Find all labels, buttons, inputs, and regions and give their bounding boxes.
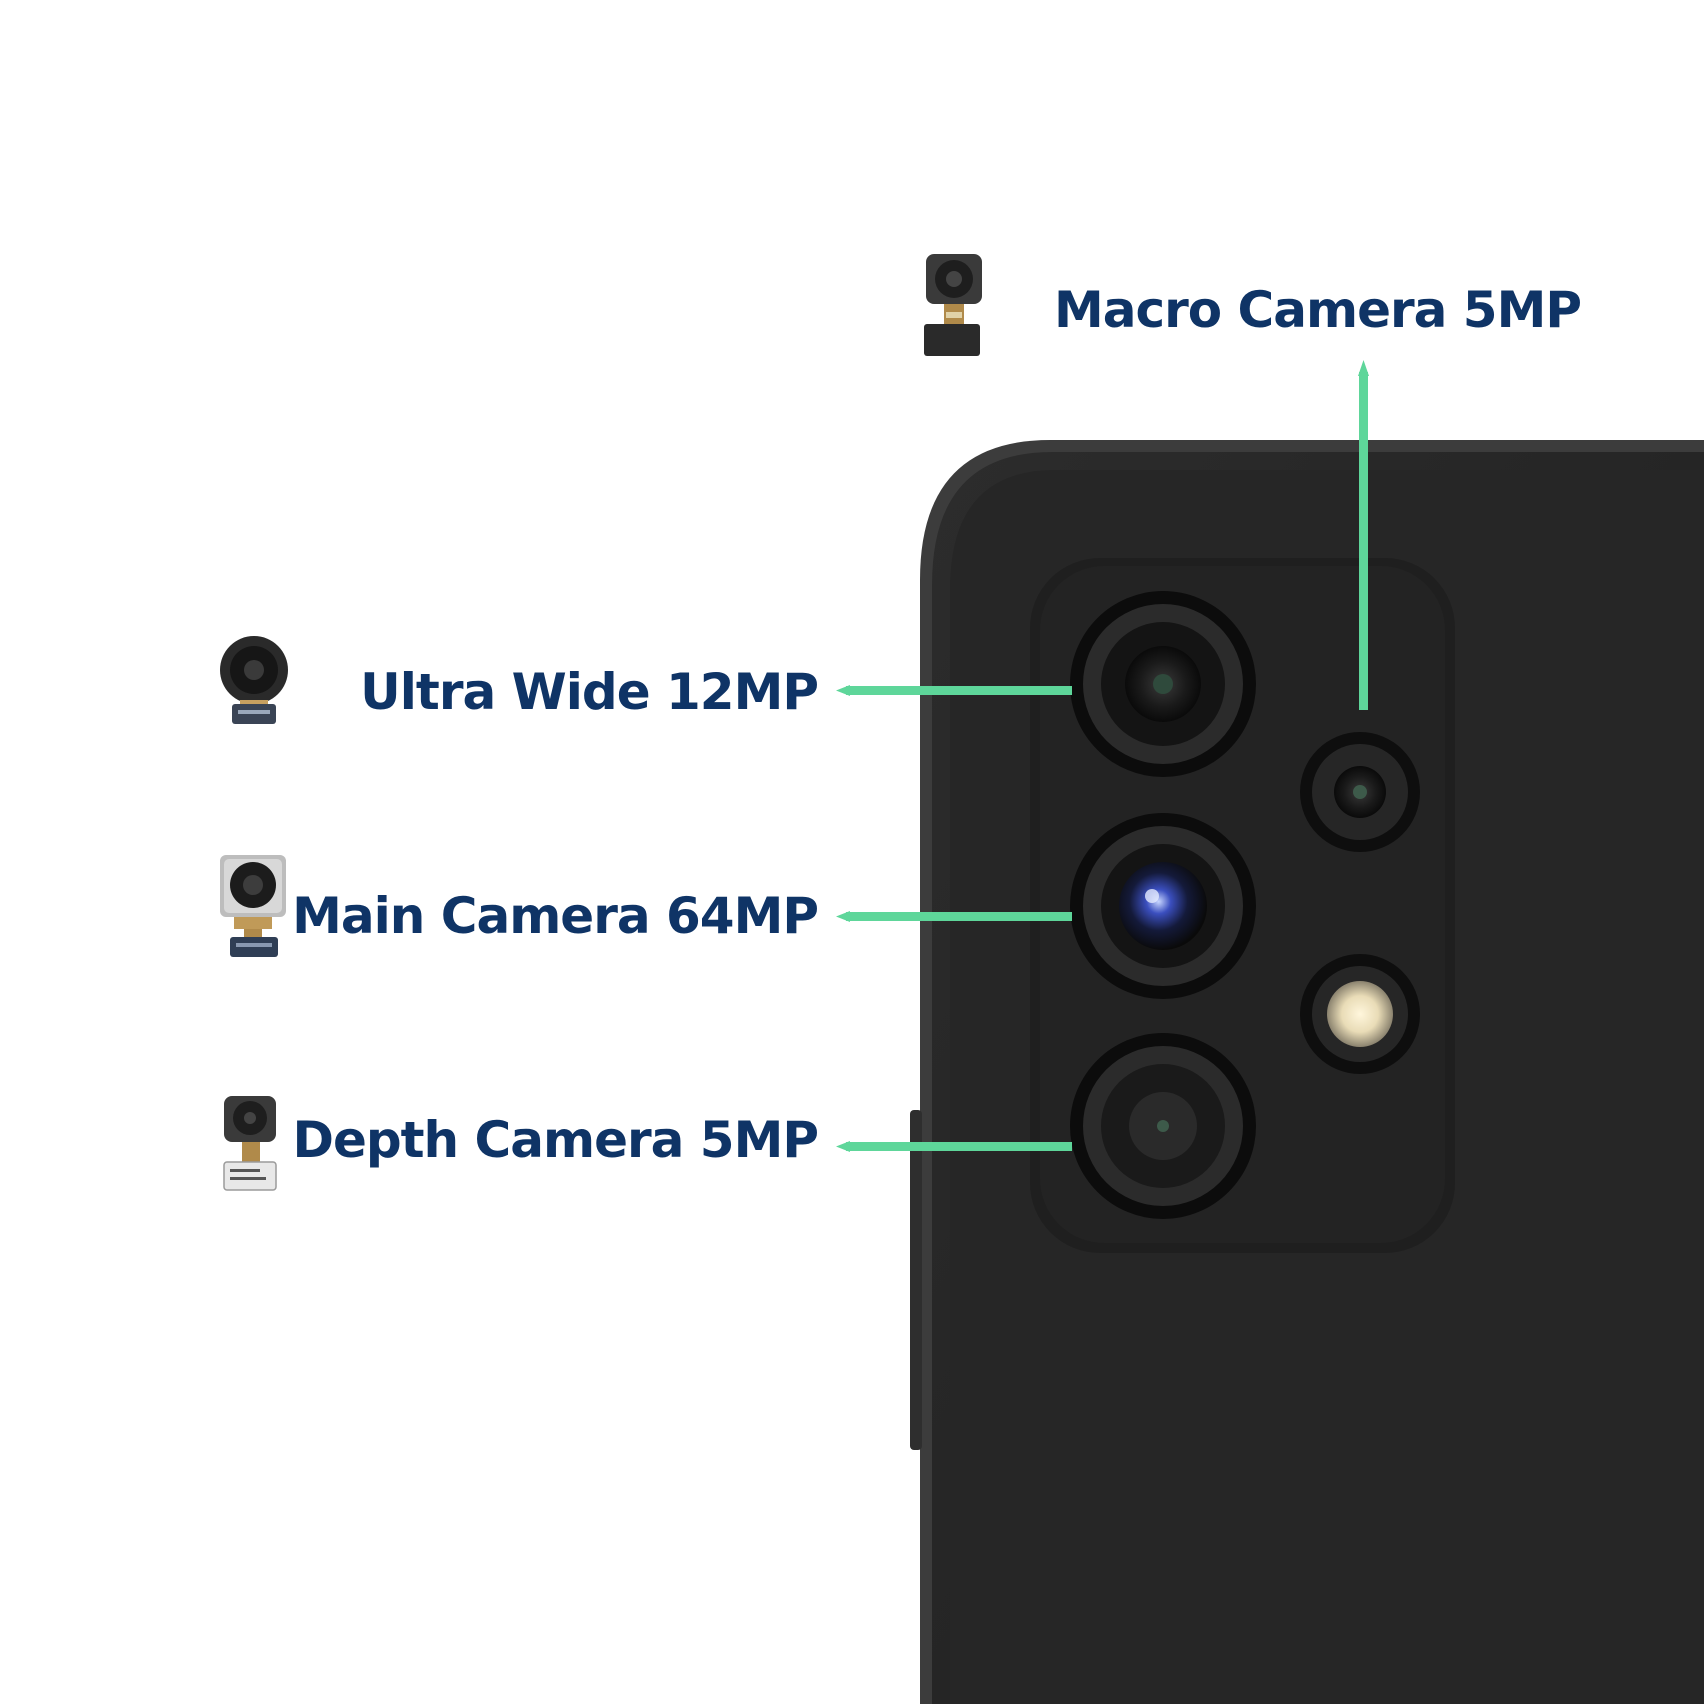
macro-pointer-arrow (1358, 360, 1369, 376)
macro-camera-label: Macro Camera 5MP (1054, 281, 1582, 339)
main-pointer-line (846, 912, 1072, 921)
macro-camera-module-icon (924, 254, 982, 356)
main-lens (1070, 813, 1256, 999)
macro-lens (1300, 732, 1420, 852)
depth-pointer-line (846, 1142, 1072, 1151)
main-pointer-arrow (836, 911, 850, 922)
ultra-wide-lens (1070, 591, 1256, 777)
ultra-wide-pointer-line (846, 686, 1072, 695)
ultra-wide-camera-module-icon (220, 636, 288, 724)
main-camera-module-icon (220, 855, 286, 957)
ultra-wide-pointer-arrow (836, 685, 850, 696)
pointer-lines (836, 360, 1369, 1152)
depth-pointer-arrow (836, 1141, 850, 1152)
main-camera-label: Main Camera 64MP (292, 887, 819, 945)
depth-lens (1070, 1033, 1256, 1219)
flash-icon (1300, 954, 1420, 1074)
depth-camera-label: Depth Camera 5MP (292, 1111, 819, 1169)
macro-pointer-line (1359, 372, 1368, 710)
depth-camera-module-icon (223, 1096, 277, 1191)
ultra-wide-camera-label: Ultra Wide 12MP (360, 663, 819, 721)
